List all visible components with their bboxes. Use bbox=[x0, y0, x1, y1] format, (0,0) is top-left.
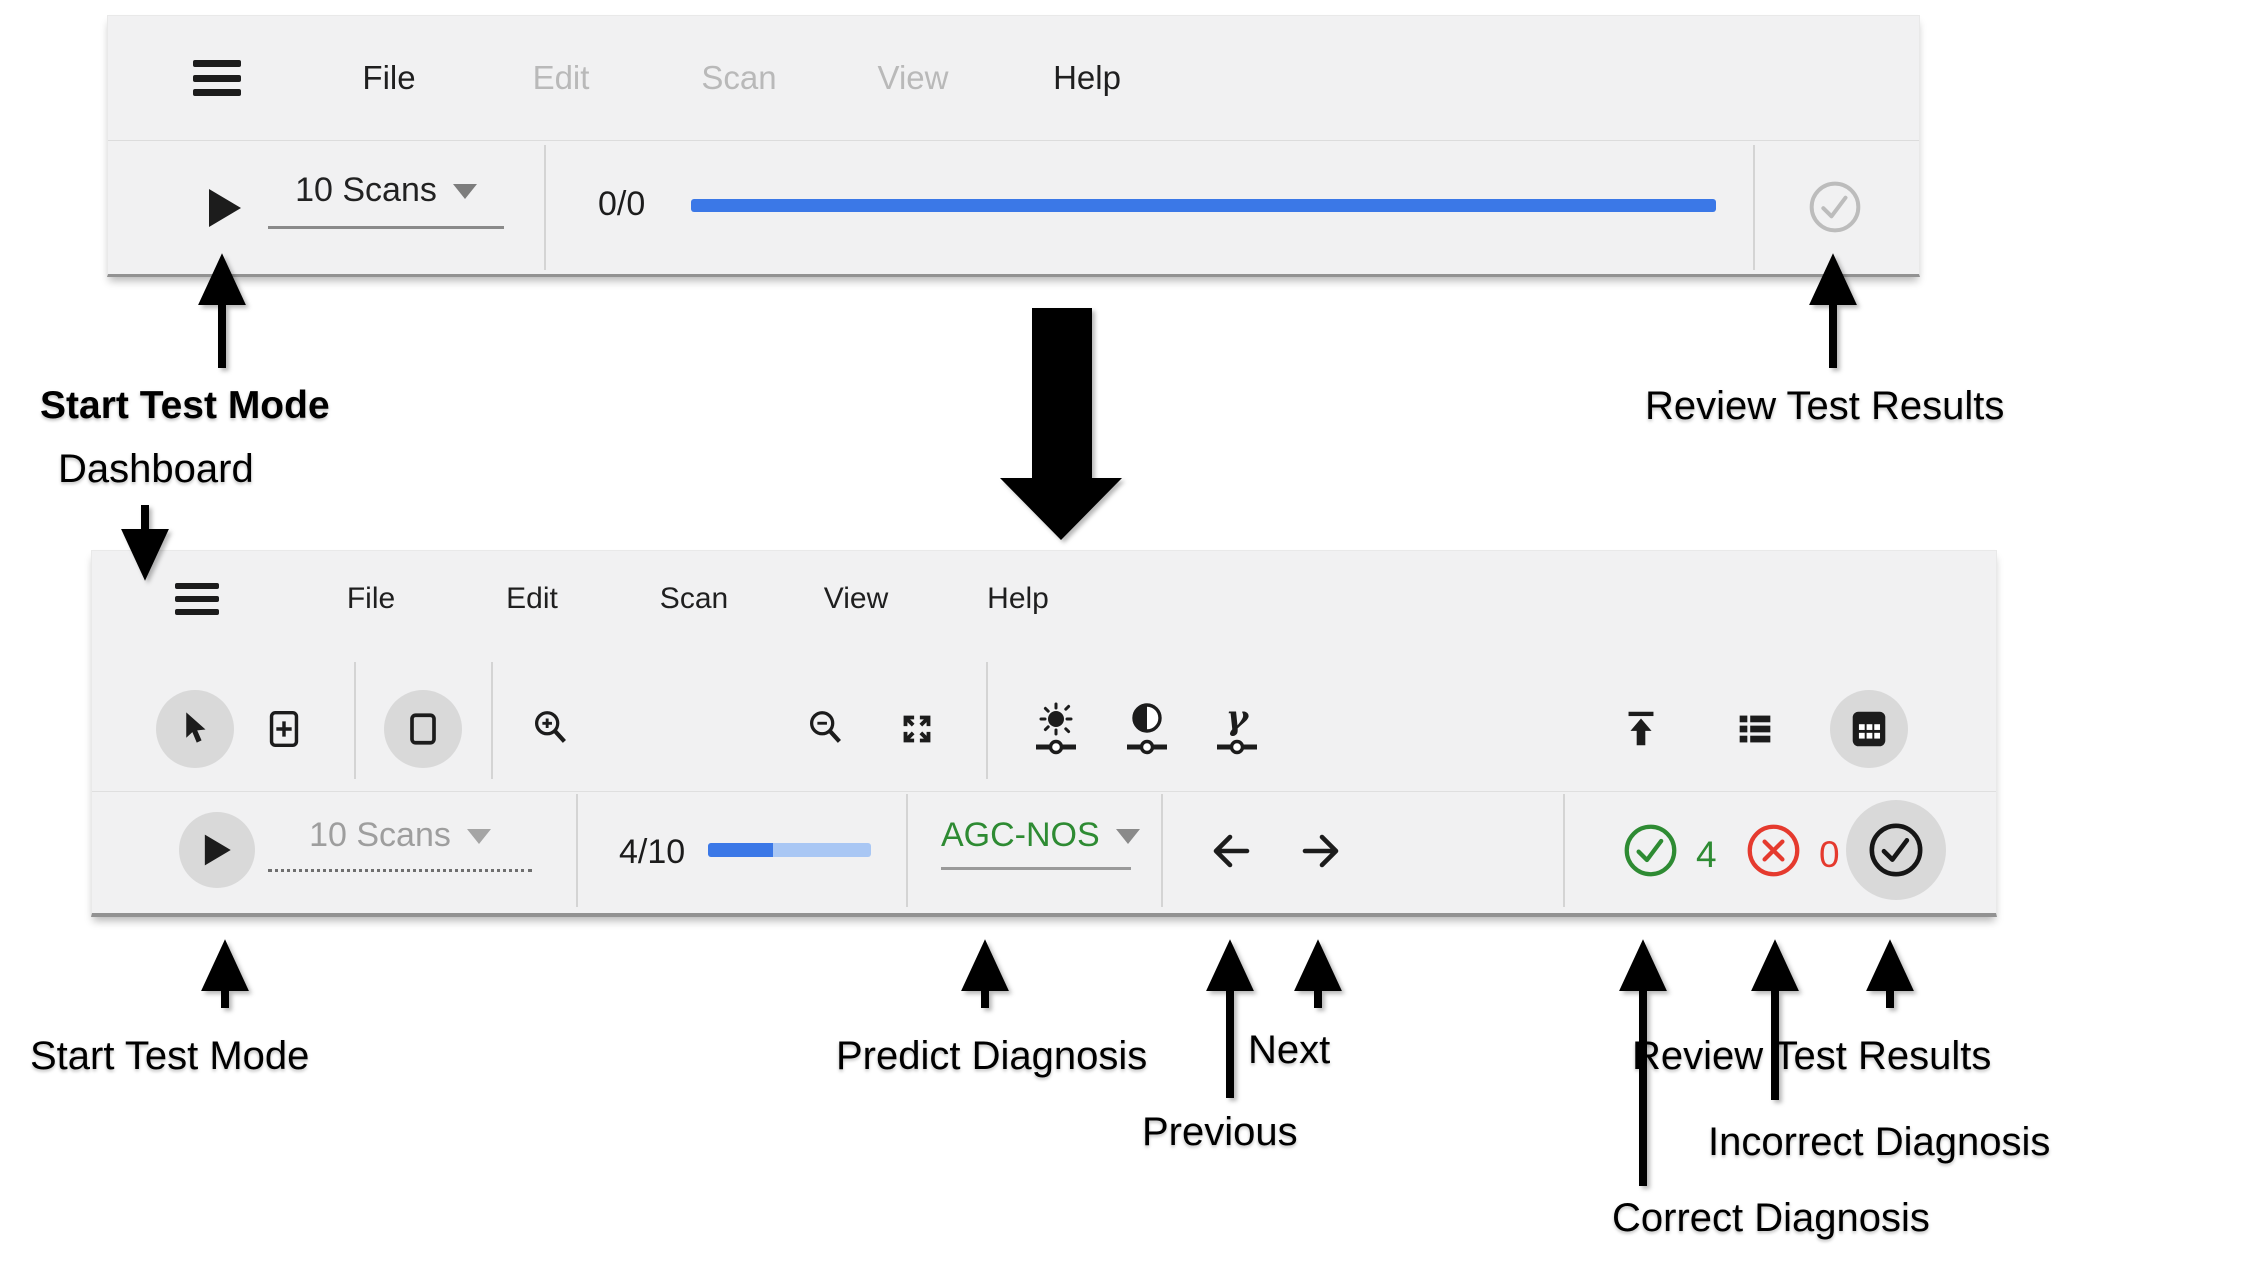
gamma-icon: γ bbox=[1217, 701, 1257, 755]
hamburger-menu-icon[interactable] bbox=[193, 60, 241, 96]
menu-bar: File Edit Scan View Help bbox=[92, 551, 1996, 646]
correct-diagnosis-indicator bbox=[1622, 822, 1679, 879]
chevron-down-icon bbox=[1115, 829, 1140, 844]
hamburger-menu-icon[interactable] bbox=[175, 582, 219, 615]
menu-view: View bbox=[877, 59, 949, 96]
divider bbox=[1563, 794, 1565, 907]
scan-count-label: 10 Scans bbox=[295, 171, 437, 209]
test-status-row: 10 Scans 4/10 AGC-NOS bbox=[92, 791, 1996, 917]
export-button[interactable] bbox=[1618, 706, 1664, 752]
divider bbox=[354, 662, 356, 779]
label-next: Next bbox=[1248, 1028, 1331, 1072]
menu-file[interactable]: File bbox=[362, 59, 416, 96]
arrow-left-icon bbox=[1213, 834, 1250, 868]
x-circle-red-icon bbox=[1747, 824, 1800, 877]
label-review-test-results-top: Review Test Results bbox=[1645, 384, 2005, 428]
zoom-in-icon bbox=[534, 711, 566, 743]
play-icon bbox=[204, 834, 231, 866]
brightness-icon bbox=[1036, 702, 1076, 755]
divider bbox=[576, 794, 578, 907]
menu-edit[interactable]: Edit bbox=[506, 581, 558, 615]
gamma-button[interactable]: γ bbox=[1211, 701, 1263, 757]
menu-bar: File Edit Scan View Help bbox=[108, 16, 1919, 141]
check-circle-icon bbox=[1809, 181, 1861, 233]
check-circle-icon bbox=[1869, 823, 1923, 877]
label-incorrect-diagnosis: Incorrect Diagnosis bbox=[1708, 1120, 2051, 1164]
scan-count-select[interactable]: 10 Scans bbox=[268, 171, 504, 229]
chevron-down-icon bbox=[466, 829, 491, 844]
scan-count-label: 10 Scans bbox=[309, 816, 451, 854]
divider bbox=[544, 145, 546, 270]
diagnosis-label: AGC-NOS bbox=[941, 816, 1100, 854]
arrow-right-icon bbox=[1302, 834, 1339, 868]
contrast-button[interactable] bbox=[1121, 701, 1173, 757]
label-review-test-results-bottom: Review Test Results bbox=[1632, 1034, 1992, 1078]
next-scan-button[interactable] bbox=[1295, 825, 1347, 877]
incorrect-count: 0 bbox=[1819, 833, 1840, 875]
previous-scan-button[interactable] bbox=[1205, 825, 1257, 877]
menu-view[interactable]: View bbox=[823, 581, 889, 615]
chevron-down-icon bbox=[452, 184, 477, 199]
list-icon bbox=[1739, 715, 1771, 743]
menu-help[interactable]: Help bbox=[1053, 59, 1121, 96]
start-test-play-button[interactable] bbox=[203, 185, 245, 231]
tools-row: γ bbox=[92, 646, 1996, 791]
big-down-arrow bbox=[1000, 308, 1122, 540]
test-toolbar-row: 10 Scans 0/0 bbox=[108, 141, 1919, 274]
add-square-icon bbox=[269, 710, 299, 748]
zoom-out-icon bbox=[809, 711, 841, 743]
fit-view-button[interactable] bbox=[894, 706, 940, 752]
add-scan-button[interactable] bbox=[261, 706, 307, 752]
correct-count: 4 bbox=[1696, 833, 1717, 875]
svg-text:γ: γ bbox=[1226, 701, 1250, 738]
contrast-icon bbox=[1127, 703, 1167, 755]
review-results-button[interactable] bbox=[1846, 800, 1946, 900]
expand-icon bbox=[903, 715, 931, 743]
label-dashboard: Dashboard bbox=[58, 447, 254, 491]
incorrect-diagnosis-indicator bbox=[1745, 822, 1802, 879]
check-circle-green-icon bbox=[1624, 824, 1677, 877]
scan-count-select-disabled: 10 Scans bbox=[268, 816, 532, 872]
progress-bar bbox=[691, 199, 1716, 212]
pointer-icon bbox=[186, 712, 206, 743]
label-correct-diagnosis: Correct Diagnosis bbox=[1612, 1196, 1930, 1240]
zoom-in-button[interactable] bbox=[528, 706, 574, 752]
divider bbox=[1753, 145, 1755, 270]
rectangle-tool-button[interactable] bbox=[384, 690, 462, 768]
upload-to-top-icon bbox=[1628, 711, 1654, 746]
label-previous: Previous bbox=[1142, 1110, 1298, 1154]
divider bbox=[1161, 794, 1163, 907]
menu-file[interactable]: File bbox=[346, 581, 396, 615]
grid-icon bbox=[1852, 711, 1886, 747]
menu-scan[interactable]: Scan bbox=[659, 581, 729, 615]
menu-edit: Edit bbox=[532, 59, 590, 96]
rectangle-icon bbox=[410, 713, 436, 745]
progress-count: 4/10 bbox=[619, 833, 686, 871]
grid-view-button[interactable] bbox=[1830, 690, 1908, 768]
pointer-tool-button[interactable] bbox=[156, 690, 234, 768]
brightness-button[interactable] bbox=[1030, 701, 1082, 757]
diagnosis-select[interactable]: AGC-NOS bbox=[941, 816, 1140, 870]
progress-bar bbox=[708, 843, 871, 857]
test-mode-toolbar-screenshot: File Edit Scan View Help 10 Scans 0/0 bbox=[107, 15, 1920, 277]
divider bbox=[986, 662, 988, 779]
list-view-button[interactable] bbox=[1732, 706, 1778, 752]
divider bbox=[906, 794, 908, 907]
progress-count: 0/0 bbox=[598, 185, 646, 223]
play-icon bbox=[209, 189, 241, 227]
label-start-test-mode-bottom: Start Test Mode bbox=[30, 1034, 310, 1078]
menu-scan: Scan bbox=[701, 59, 777, 96]
dashboard-toolbar-screenshot: File Edit Scan View Help bbox=[91, 550, 1997, 917]
menu-help[interactable]: Help bbox=[987, 581, 1049, 615]
label-start-test-mode-top: Start Test Mode bbox=[40, 384, 330, 427]
start-test-play-button[interactable] bbox=[179, 812, 255, 888]
divider bbox=[491, 662, 493, 779]
zoom-out-button[interactable] bbox=[803, 706, 849, 752]
label-predict-diagnosis: Predict Diagnosis bbox=[836, 1034, 1148, 1078]
review-results-button-disabled bbox=[1807, 179, 1863, 235]
